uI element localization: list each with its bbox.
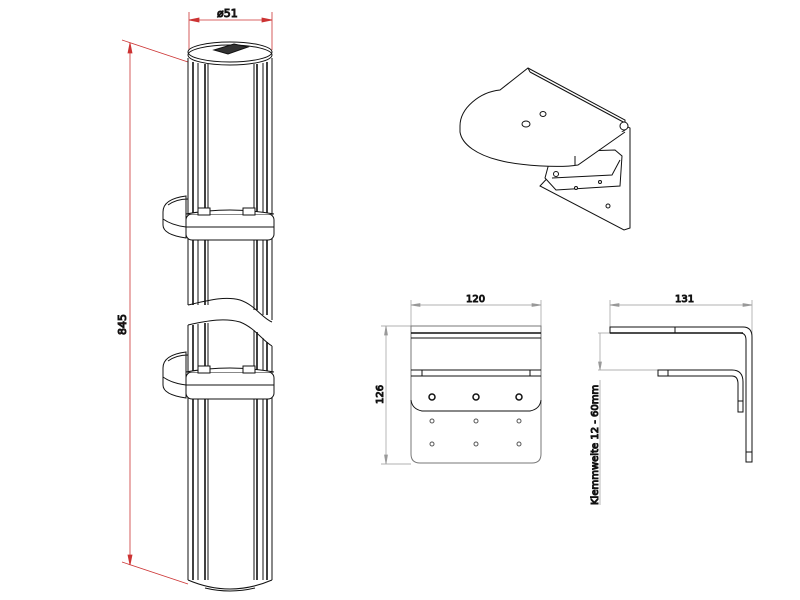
diameter-dimension [188, 12, 273, 50]
length-label: 845 [116, 314, 129, 335]
small-holes [429, 418, 522, 447]
bracket-side-view: 131 Klemmweite 12 - 60mm [590, 294, 753, 506]
post-view: ø51 845 [116, 7, 275, 592]
diameter-label: ø51 [217, 7, 238, 20]
large-holes [428, 393, 523, 401]
bracket-isometric [459, 67, 631, 231]
logo-plate [212, 43, 250, 55]
length-dimension [121, 39, 189, 585]
height-label: 126 [375, 385, 386, 404]
lower-clamp [162, 351, 275, 400]
side-width-label: 131 [675, 294, 694, 305]
clamp-range-label: Klemmweite 12 - 60mm [590, 385, 601, 505]
width-label: 120 [466, 294, 485, 305]
bracket-front-view: 120 126 [375, 294, 542, 465]
upper-clamp [162, 195, 275, 241]
